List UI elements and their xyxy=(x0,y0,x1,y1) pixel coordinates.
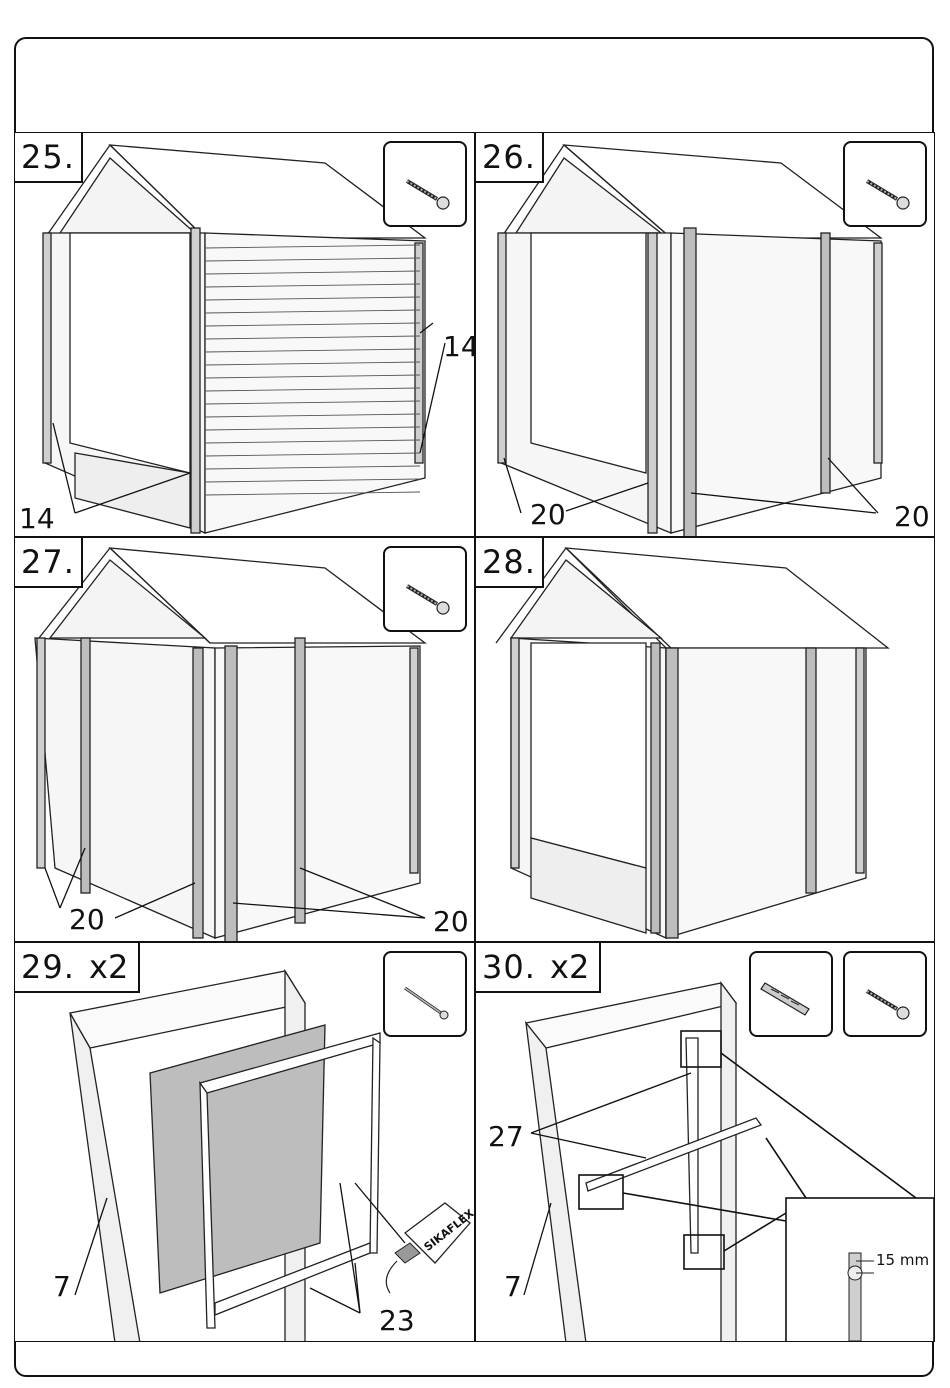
callout-part-7: 7 xyxy=(504,1273,522,1301)
step-28-panel: 28. xyxy=(475,537,935,942)
tool-box xyxy=(843,951,927,1037)
tool-box xyxy=(383,546,467,632)
step-30-panel: 30. x2 27 7 15 mm xyxy=(475,942,935,1342)
callout-part-7: 7 xyxy=(53,1273,71,1301)
step-number: 29. xyxy=(15,943,83,993)
screw-icon xyxy=(845,143,925,225)
callout-part-20: 20 xyxy=(433,908,469,936)
step-number: 27. xyxy=(15,538,83,588)
step-number: 26. xyxy=(476,133,544,183)
step-number: 28. xyxy=(476,538,544,588)
tool-box xyxy=(843,141,927,227)
drill-bit-icon xyxy=(751,953,831,1035)
step-27-panel: 27. 20 20 xyxy=(14,537,475,942)
callout-part-27: 27 xyxy=(488,1123,524,1151)
shed-illustration-28 xyxy=(476,538,935,942)
step-29-panel: SIKAFLEX 29. x2 7 23 xyxy=(14,942,475,1342)
callout-part-14: 14 xyxy=(443,333,475,361)
step-multiplier: x2 xyxy=(540,943,601,993)
screw-icon xyxy=(385,143,465,225)
tool-box xyxy=(383,951,467,1037)
callout-part-14: 14 xyxy=(19,505,55,533)
detail-inset xyxy=(786,1198,934,1342)
nail-icon xyxy=(385,953,465,1035)
callout-part-23: 23 xyxy=(379,1307,415,1335)
callout-part-20: 20 xyxy=(894,503,930,531)
step-number: 25. xyxy=(15,133,83,183)
tool-box xyxy=(383,141,467,227)
step-25-panel: 25. 14 14 xyxy=(14,132,475,537)
step-multiplier: x2 xyxy=(79,943,140,993)
tool-box xyxy=(749,951,833,1037)
step-number: 30. xyxy=(476,943,544,993)
screw-icon xyxy=(385,548,465,630)
screw-icon xyxy=(845,953,925,1035)
callout-part-20: 20 xyxy=(530,501,566,529)
step-26-panel: 26. 20 20 xyxy=(475,132,935,537)
measurement-label: 15 mm xyxy=(876,1251,929,1269)
callout-part-20: 20 xyxy=(69,906,105,934)
